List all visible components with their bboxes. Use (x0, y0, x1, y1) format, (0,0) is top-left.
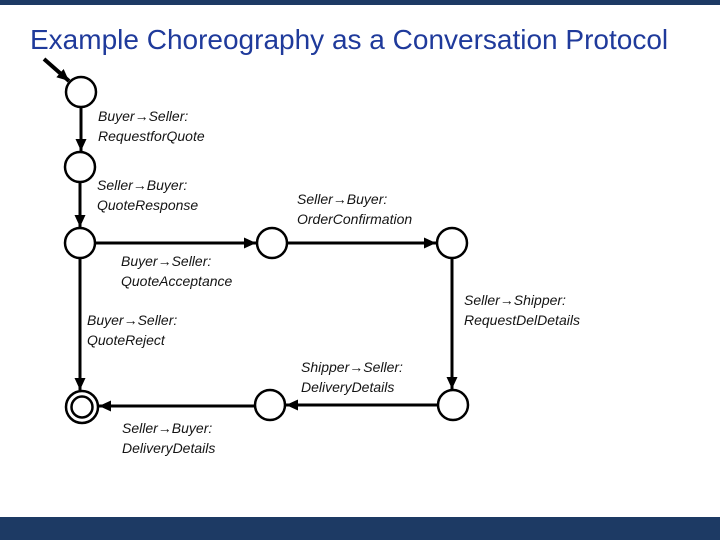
label-request-for-quote-line-1: Buyer→Seller: (98, 108, 188, 124)
label-quote-reject-line-2: QuoteReject (87, 332, 166, 348)
label-delivery-details-shipper-line-2: DeliveryDetails (301, 379, 394, 395)
label-request-del-details-line-2: RequestDelDetails (464, 312, 580, 328)
label-quote-response-line-1: Seller→Buyer: (97, 177, 187, 193)
bottom-accent-bar (0, 517, 720, 540)
label-quote-response-line-2: QuoteResponse (97, 197, 198, 213)
slide-title: Example Choreography as a Conversation P… (30, 24, 669, 55)
top-accent-bar (0, 0, 720, 5)
quote-accepted-state (255, 226, 289, 260)
edges-layer (42, 57, 458, 412)
nodes-layer (63, 75, 470, 425)
delivery-requested-state (436, 388, 470, 422)
label-request-for-quote-line-2: RequestforQuote (98, 128, 205, 144)
label-quote-reject-line-1: Buyer→Seller: (87, 312, 177, 328)
label-delivery-details-buyer-line-2: DeliveryDetails (122, 440, 215, 456)
quote-requested-state (63, 150, 97, 184)
label-delivery-details-shipper-line-1: Shipper→Seller: (301, 359, 403, 375)
final-state-inner-ring (70, 395, 94, 419)
label-quote-acceptance-line-1: Buyer→Seller: (121, 253, 211, 269)
label-quote-acceptance-line-2: QuoteAcceptance (121, 273, 233, 289)
edge-initial-arrow (42, 57, 71, 83)
order-confirmed-state (435, 226, 469, 260)
label-order-confirmation-line-1: Seller→Buyer: (297, 191, 387, 207)
quote-provided-state (63, 226, 97, 260)
labels-layer: Buyer→Seller: RequestforQuoteSeller→Buyer… (87, 108, 580, 456)
label-request-del-details-line-1: Seller→Shipper: (464, 292, 566, 308)
label-delivery-details-buyer-line-1: Seller→Buyer: (122, 420, 212, 436)
delivery-reported-state (253, 388, 287, 422)
label-order-confirmation-line-2: OrderConfirmation (297, 211, 412, 227)
start-state (64, 75, 98, 109)
